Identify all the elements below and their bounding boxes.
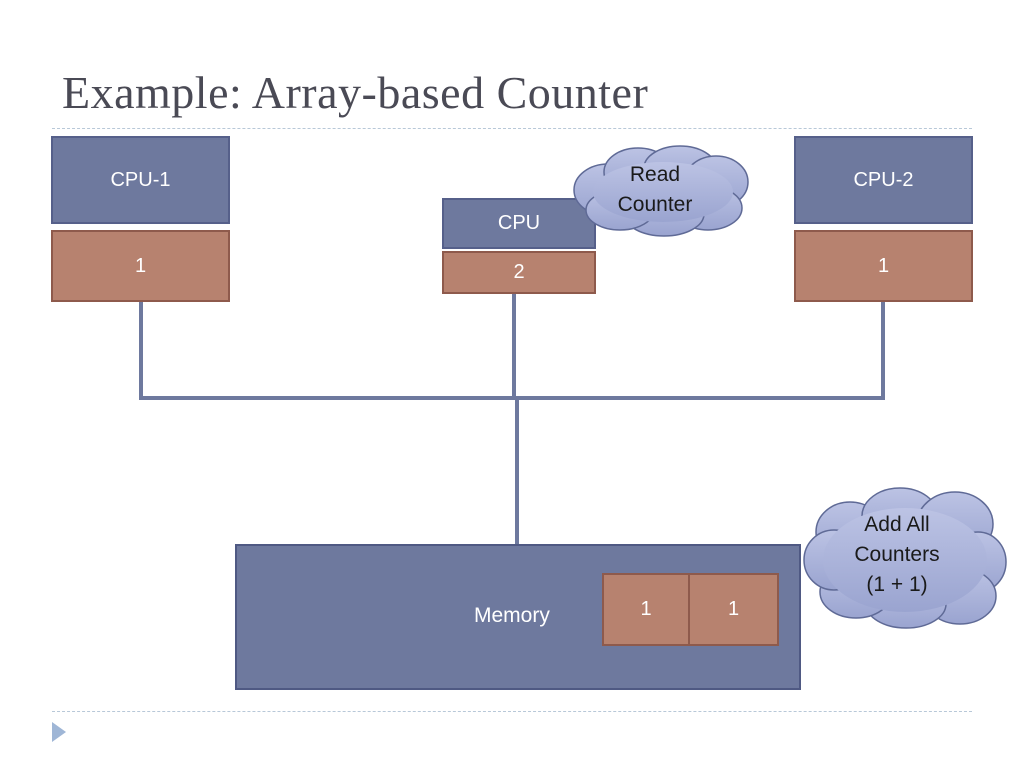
memory-cell-1-value: 1 (640, 598, 652, 620)
wire-bus (139, 396, 885, 400)
wire-memory (515, 398, 519, 546)
cpu2-counter-value: 1 (877, 254, 890, 277)
cpu2-box: CPU-2 (794, 136, 973, 224)
cpu1-counter: 1 (51, 230, 230, 302)
add-counters-cloud (803, 487, 1007, 629)
add-counters-line-3: (1 + 1) (866, 573, 928, 596)
read-counter-text: Read Counter (590, 160, 720, 220)
wire-cpu-center (512, 292, 516, 400)
title-divider (52, 128, 972, 129)
add-counters-line-2: Counters (854, 543, 940, 566)
cpu2-counter: 1 (794, 230, 973, 302)
cpu-center-box: CPU (442, 198, 596, 249)
wire-cpu2 (881, 300, 885, 400)
cpu1-label: CPU-1 (110, 168, 171, 191)
read-counter-cloud (573, 145, 749, 237)
bullet-triangle-icon (52, 722, 66, 742)
read-counter-line-1: Read (629, 163, 681, 186)
cpu-center-counter-value: 2 (513, 261, 525, 283)
cpu-center-label: CPU (497, 212, 541, 234)
cpu-center-counter: 2 (442, 251, 596, 294)
memory-label: Memory (474, 604, 550, 627)
add-counters-line-1: Add All (864, 513, 930, 536)
footer-divider (52, 711, 972, 712)
cpu2-label: CPU-2 (853, 168, 914, 191)
cpu1-box: CPU-1 (51, 136, 230, 224)
add-counters-text: Add All Counters (1 + 1) (832, 510, 962, 600)
memory-cell-2-value: 1 (727, 598, 740, 620)
read-counter-line-2: Counter (617, 193, 693, 216)
wire-cpu1 (139, 300, 143, 400)
memory-cell-1: 1 (602, 573, 690, 646)
memory-cell-2: 1 (688, 573, 779, 646)
cpu1-counter-value: 1 (134, 254, 147, 277)
slide-title: Example: Array-based Counter (62, 67, 649, 118)
